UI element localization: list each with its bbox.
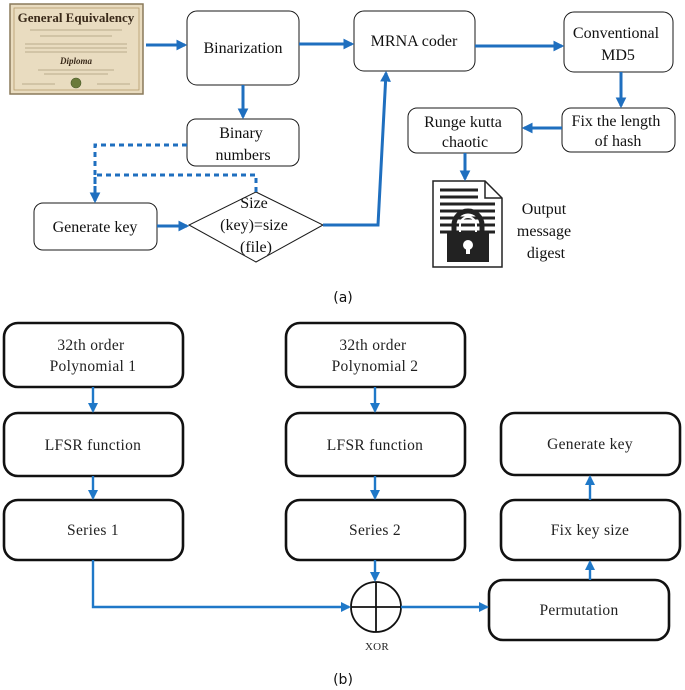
- panel-a: General Equivalency Diploma Binarization…: [9, 3, 676, 306]
- node-fix-key-size: Fix key size: [499, 498, 682, 562]
- node-size-check-label: Size (key)=size (file): [220, 195, 292, 256]
- node-fix-length-hash: Fix the length of hash: [561, 107, 676, 153]
- node-fix-key-size-label: Fix key size: [551, 522, 630, 539]
- certificate-title: General Equivalency: [18, 10, 135, 25]
- node-size-check: Size (key)=size (file): [187, 191, 325, 263]
- node-poly1: 32th order Polynomial 1: [2, 321, 185, 389]
- node-runge-kutta: Runge kutta chaotic: [407, 107, 523, 154]
- arrow-size-to-mrna: [323, 70, 391, 227]
- node-poly2-label: 32th order Polynomial 2: [332, 337, 419, 375]
- xor-symbol: [350, 581, 402, 633]
- node-lfsr1: LFSR function: [2, 411, 185, 478]
- node-permutation: Permutation: [487, 578, 671, 642]
- node-series1-label: Series 1: [67, 522, 119, 539]
- output-digest-label: Output message digest: [517, 201, 575, 262]
- certificate-seal: [70, 77, 82, 89]
- arrow-binary-to-generatekey: [89, 143, 187, 204]
- node-generate-key-a-label: Generate key: [53, 219, 138, 236]
- node-lfsr2-label: LFSR function: [327, 437, 423, 454]
- node-mrna-coder: MRNA coder: [353, 10, 476, 72]
- node-fix-length-hash-label: Fix the length of hash: [572, 113, 665, 150]
- panel-b: 32th order Polynomial 1 32th order Polyn…: [2, 321, 682, 688]
- locked-document-icon: [432, 180, 503, 268]
- node-generate-key-b-label: Generate key: [547, 436, 633, 453]
- node-conventional-md5: Conventional MD5: [563, 11, 674, 73]
- node-permutation-label: Permutation: [539, 602, 618, 619]
- certificate-subtitle: Diploma: [59, 56, 93, 66]
- node-runge-kutta-label: Runge kutta chaotic: [424, 114, 506, 151]
- node-generate-key-b: Generate key: [499, 411, 682, 477]
- xor-label: XOR: [365, 641, 389, 653]
- node-lfsr2: LFSR function: [284, 411, 467, 478]
- arrow-size-loop-back: [93, 173, 258, 192]
- node-conventional-md5-label: Conventional MD5: [573, 25, 663, 64]
- node-poly2: 32th order Polynomial 2: [284, 321, 467, 389]
- node-poly1-label: 32th order Polynomial 1: [50, 337, 137, 375]
- node-generate-key-a: Generate key: [33, 202, 158, 251]
- node-mrna-coder-label: MRNA coder: [371, 33, 458, 50]
- node-series2-label: Series 2: [349, 522, 401, 539]
- caption-a: (a): [333, 290, 353, 306]
- caption-b: (b): [333, 672, 353, 688]
- arrow-series1-to-xor: [91, 560, 352, 613]
- node-lfsr1-label: LFSR function: [45, 437, 141, 454]
- node-series2: Series 2: [284, 498, 467, 562]
- node-binarization: Binarization: [186, 10, 300, 86]
- certificate-image: General Equivalency Diploma: [9, 3, 144, 95]
- node-binary-numbers-label: Binary numbers: [215, 125, 270, 164]
- node-binarization-label: Binarization: [203, 40, 282, 57]
- node-binary-numbers: Binary numbers: [186, 118, 300, 167]
- node-series1: Series 1: [2, 498, 185, 562]
